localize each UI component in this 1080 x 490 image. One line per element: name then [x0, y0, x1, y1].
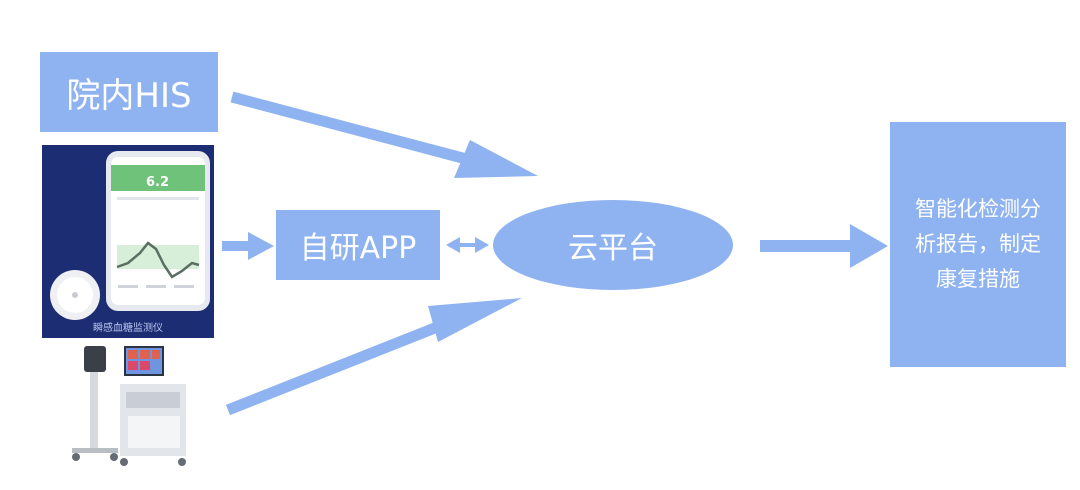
sensor-icon: [50, 270, 100, 320]
monitor-cart-icon: [120, 346, 186, 466]
cgm-reading: 6.2: [146, 175, 169, 190]
node-app-label: 自研APP: [299, 231, 417, 266]
node-hospital-his: 院内HIS: [40, 52, 218, 132]
arrow-device-to-cloud: [225, 298, 522, 416]
arrow-cloud-to-report: [760, 224, 888, 268]
node-cloud-platform: 云平台: [493, 200, 733, 290]
node-self-developed-app: 自研APP: [276, 210, 440, 280]
node-analysis-report: 智能化检测分析报告，制定康复措施: [890, 122, 1066, 367]
device-illustration: [72, 346, 186, 466]
phone-icon: [106, 151, 210, 311]
camera-stand-icon: [72, 346, 118, 461]
cgm-product-image: 6.2 瞬感血糖监测仪: [42, 145, 214, 338]
cgm-illustration: 6.2: [50, 151, 210, 320]
arrow-app-cloud-bidirectional: [446, 237, 489, 253]
detection-device-image: [60, 340, 210, 470]
node-cloud-label: 云平台: [568, 231, 658, 266]
node-his-label: 院内HIS: [66, 75, 192, 116]
node-report-label: 智能化检测分析报告，制定康复措施: [915, 197, 1041, 291]
arrow-his-to-cloud: [230, 91, 538, 178]
cgm-caption: 瞬感血糖监测仪: [93, 323, 163, 334]
arrow-cgm-to-app: [222, 232, 274, 260]
